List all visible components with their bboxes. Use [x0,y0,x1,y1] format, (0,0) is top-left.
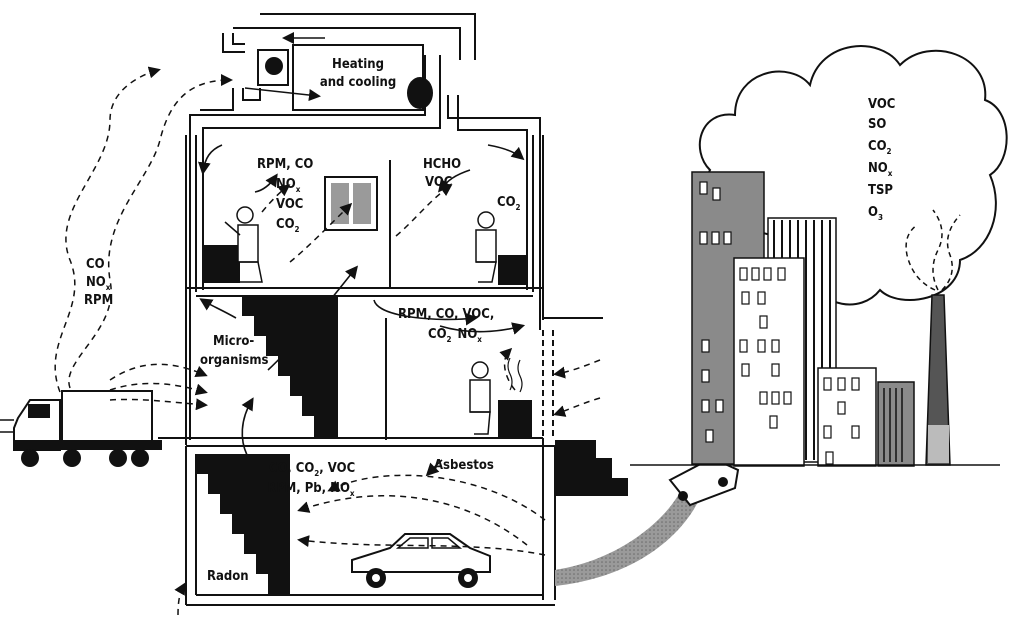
microorganisms-label: Micro- organisms [200,334,269,368]
office-worker-left [202,207,262,283]
radon-label: Radon [207,569,249,584]
svg-text:VOC: VOC [425,175,452,190]
svg-text:TSP: TSP [868,183,893,198]
office-worker-middle [470,358,532,438]
svg-text:HCHO: HCHO [423,157,461,172]
fan-icon [265,57,283,75]
svg-text:RPM, CO: RPM, CO [257,157,313,172]
building [158,135,603,605]
svg-text:organisms: organisms [200,353,269,368]
truck-icon [0,391,162,467]
building-white-short [818,368,876,466]
svg-text:NOx: NOx [276,177,301,194]
svg-text:CO2: CO2 [276,217,300,234]
driveway [555,492,700,586]
hvac-label-line2: and cooling [320,75,396,90]
svg-text:RPM, Pb, NOx: RPM, Pb, NOx [267,481,355,498]
svg-text:CO2: CO2 [497,195,521,212]
hvac-label-line1: Heating [332,57,384,72]
svg-text:VOC: VOC [276,197,303,212]
svg-text:NOx: NOx [86,275,111,292]
office-right-pollutants: CO2 [497,195,521,212]
asbestos-label: Asbestos [434,458,494,473]
building-gray-short [878,382,914,466]
building-white-tall [734,258,804,466]
staircase-outside [555,440,628,496]
svg-text:CO, CO2, VOC: CO, CO2, VOC [269,461,355,478]
svg-text:RPM, CO, VOC,: RPM, CO, VOC, [398,307,494,322]
svg-text:VOC: VOC [868,97,895,112]
office-worker-right [476,212,528,285]
svg-text:SO: SO [868,117,886,132]
svg-text:CO: CO [86,257,105,272]
svg-text:RPM: RPM [84,293,113,308]
svg-text:Micro-: Micro- [213,334,254,349]
office-left-pollutants: RPM, CO NOx VOC CO2 [257,157,313,234]
office-middle-pollutants: HCHO VOC [423,157,461,190]
car-icon [352,534,490,588]
